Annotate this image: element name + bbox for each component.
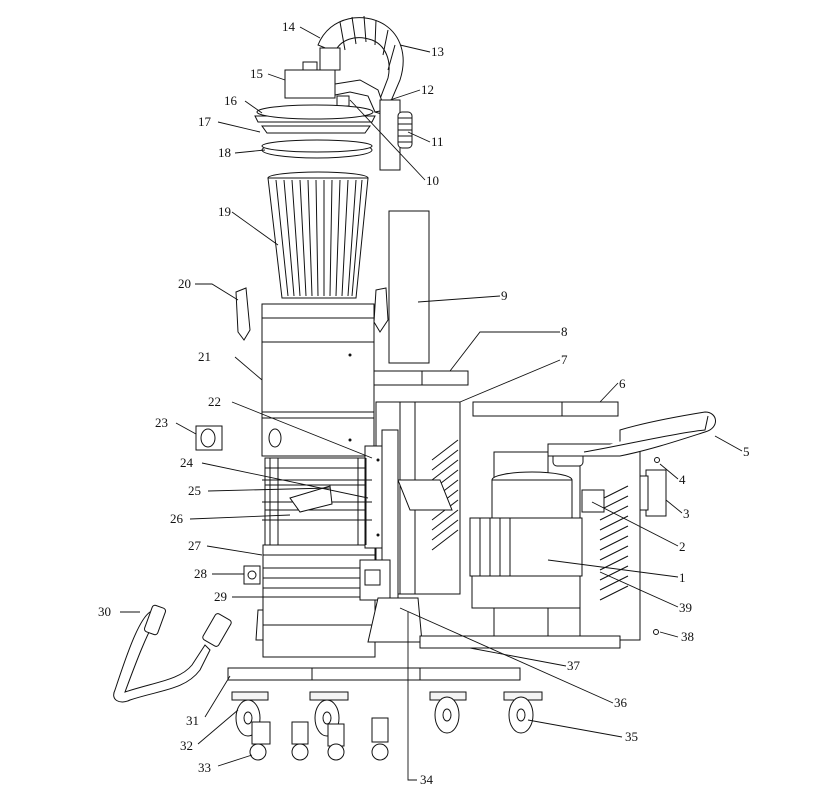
screw-4 <box>654 457 660 463</box>
bottom-plate <box>227 667 521 681</box>
callout-28: 28 <box>194 566 207 581</box>
support-rods <box>262 458 372 545</box>
callout-2: 2 <box>679 539 686 554</box>
callout-39: 39 <box>679 600 692 615</box>
callout-29: 29 <box>214 589 227 604</box>
callout-7: 7 <box>561 352 568 367</box>
casters <box>231 691 543 737</box>
leader-lines <box>120 26 743 781</box>
push-handle-left <box>113 604 232 703</box>
callout-4: 4 <box>679 472 686 487</box>
callout-24: 24 <box>180 455 194 470</box>
tank-upper-barrel <box>261 303 375 457</box>
callout-14: 14 <box>282 19 296 34</box>
filter-cartridge <box>267 171 369 299</box>
callout-30: 30 <box>98 604 111 619</box>
suction-inlet <box>195 425 223 451</box>
callout-13: 13 <box>431 44 444 59</box>
callout-37: 37 <box>567 658 581 673</box>
callout-9: 9 <box>501 288 508 303</box>
callout-31: 31 <box>186 713 199 728</box>
callout-3: 3 <box>683 506 690 521</box>
callout-34: 34 <box>420 772 434 787</box>
top-plate-6 <box>472 401 619 417</box>
spring-element <box>397 111 413 149</box>
small-casters <box>249 717 389 761</box>
base-plate-cover <box>367 597 423 643</box>
callout-17: 17 <box>198 114 212 129</box>
screw-38 <box>653 629 659 635</box>
callout-36: 36 <box>614 695 628 710</box>
callout-5: 5 <box>743 444 750 459</box>
callout-23: 23 <box>155 415 168 430</box>
filter-cover-plate <box>254 104 376 134</box>
callout-11: 11 <box>431 134 444 149</box>
callout-38: 38 <box>681 629 694 644</box>
callout-21: 21 <box>198 349 211 364</box>
callout-6: 6 <box>619 376 626 391</box>
callout-16: 16 <box>224 93 238 108</box>
callout-18: 18 <box>218 145 231 160</box>
callout-27: 27 <box>188 538 202 553</box>
callout-20: 20 <box>178 276 191 291</box>
motor <box>469 471 605 609</box>
callout-8: 8 <box>561 324 568 339</box>
control-panel <box>359 429 399 611</box>
callout-1: 1 <box>679 570 686 585</box>
base-chassis <box>419 635 621 649</box>
callout-labels: 1 2 3 4 5 6 7 8 9 10 11 12 13 14 15 16 1… <box>98 19 750 787</box>
callout-10: 10 <box>426 173 439 188</box>
callout-19: 19 <box>218 204 231 219</box>
tank-clamps <box>235 287 389 341</box>
callout-25: 25 <box>188 483 201 498</box>
sealing-ring <box>261 139 373 159</box>
callout-33: 33 <box>198 760 211 775</box>
callout-32: 32 <box>180 738 193 753</box>
callout-35: 35 <box>625 729 638 744</box>
side-cover-3 <box>639 469 667 517</box>
hose-assembly <box>317 15 404 116</box>
callout-12: 12 <box>421 82 434 97</box>
callout-15: 15 <box>250 66 263 81</box>
callout-26: 26 <box>170 511 184 526</box>
tank-lower-barrel <box>255 457 376 658</box>
motor-head-cover <box>284 61 386 113</box>
inlet-clamp <box>243 565 261 585</box>
rear-handle <box>547 411 716 457</box>
callout-22: 22 <box>208 394 221 409</box>
